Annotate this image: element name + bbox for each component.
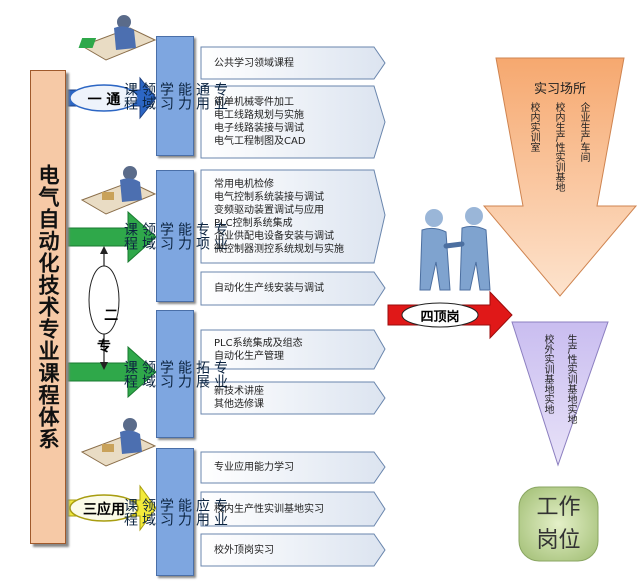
post-oval: [401, 302, 479, 328]
main-title: 电气自动化技术专业课程体系: [30, 70, 66, 544]
area-extension-label: 专业 拓展 能力 学习 领域 课程: [122, 360, 228, 388]
stage2-arrow-top: [67, 210, 157, 264]
course-box-9: [200, 533, 386, 567]
desk-illustration-1: [78, 15, 157, 61]
course-text-7: 专业应用能力学习: [214, 462, 294, 473]
practice-col-1: 企业生产车间: [578, 102, 589, 162]
stage1-label: 一 通: [70, 89, 138, 109]
area-extension: 专业 拓展 能力 学习 领域 课程: [122, 310, 228, 438]
post-label: 四顶岗: [420, 310, 460, 325]
course-text-9: 校外顶岗实习: [214, 544, 274, 556]
practice-col-3: 校内实训室: [528, 102, 539, 152]
workplace-label: 工作 岗位: [536, 495, 581, 553]
stage1-oval: [69, 84, 139, 112]
area-special: 专业 专项 能力 学习 领域 课程: [122, 170, 228, 302]
stage3-oval: [69, 494, 139, 522]
stage2-arrow-bottom: [67, 345, 157, 399]
stage2-label: 二 专: [94, 270, 118, 362]
practice-purple-arrow: [511, 321, 609, 467]
course-box-1: [200, 46, 386, 80]
course-text-5: PLC系统集成及组态 自动化生产管理: [214, 337, 303, 362]
stage2-label-text: 二 专: [97, 308, 119, 355]
practice-lower-columns: 生产性实训基地实地 校外实训基地实地: [540, 334, 578, 459]
stage3-label: 三应用: [70, 499, 138, 519]
course-text-1: 公共学习领域课程: [214, 57, 294, 69]
area-general: 专业 通用 能力 学习 领域 课程: [122, 36, 228, 156]
course-text-4: 自动化生产线安装与调试: [214, 283, 324, 294]
practice-col-2: 校内生产性实训基地: [553, 102, 564, 192]
handshake-illustration: [419, 207, 491, 291]
course-box-2: [200, 85, 386, 159]
course-boxes: [200, 46, 386, 567]
desk-illustration-2: [80, 166, 157, 215]
area-general-label: 专业 通用 能力 学习 领域 课程: [122, 82, 228, 110]
course-box-3: [200, 169, 386, 264]
stage1-label-text: 一 通: [87, 92, 121, 108]
course-box-6: [200, 381, 386, 415]
course-box-4: [200, 271, 386, 306]
area-special-label: 专业 专项 能力 学习 领域 课程: [122, 222, 228, 250]
course-box-5: [200, 329, 386, 370]
course-box-8: [200, 491, 386, 527]
course-text-2: 简单机械零件加工 电工线路规划与实施 电子线路装接与调试 电气工程制图及CAD: [214, 97, 306, 147]
stage2-oval: [88, 265, 120, 335]
practice-columns: 企业生产车间 校内生产性实训基地 校内实训室: [526, 102, 591, 232]
course-text-8: 校内生产性实训基地实习: [214, 503, 324, 515]
course-text-6: 新技术讲座 其他选修课: [214, 386, 264, 410]
practice-title: 实习场所: [533, 82, 586, 97]
workplace-box: [518, 486, 599, 562]
desk-illustration-3: [80, 418, 157, 467]
course-text-3: 常用电机检修 电气控制系统装接与调试 变频驱动装置调试与应用 PLC控制系统集成…: [214, 178, 344, 255]
course-box-7: [200, 451, 386, 484]
area-application-label: 专业 应用 能力 学习 领域 课程: [122, 498, 228, 526]
area-application: 专业 应用 能力 学习 领域 课程: [122, 448, 228, 576]
practice-orange-arrow: [482, 57, 638, 297]
practice-lower-col-2: 校外实训基地实地: [542, 334, 553, 414]
practice-lower-col-1: 生产性实训基地实地: [565, 334, 576, 424]
stage3-label-text: 三应用: [83, 502, 125, 518]
